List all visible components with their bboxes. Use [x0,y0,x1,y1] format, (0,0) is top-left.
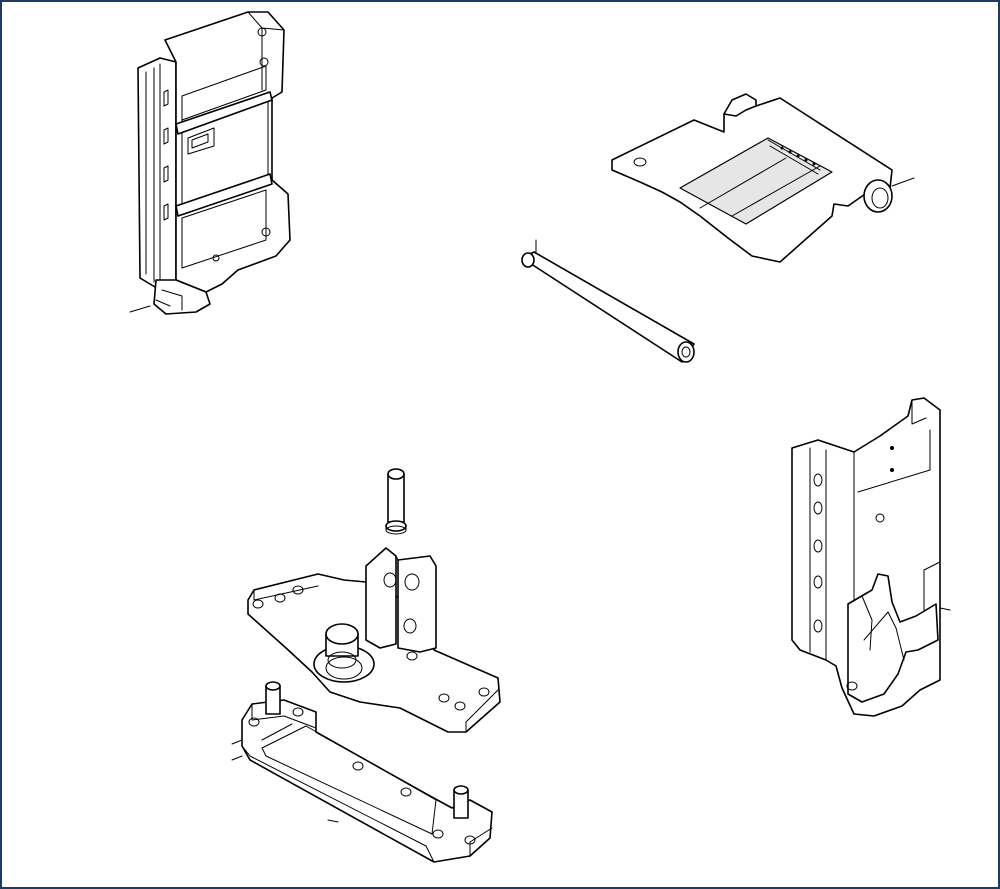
hinge-pin-small [385,468,407,535]
hinge-bracket-upper-left [129,11,291,315]
hinge-pin-rod [521,239,695,363]
hinge-lower-plate-with-studs [231,681,493,863]
hinge-bracket-right [791,397,951,717]
hinge-base-plate-with-clevis [247,547,501,733]
hinge-plate-upper-right [611,93,915,263]
